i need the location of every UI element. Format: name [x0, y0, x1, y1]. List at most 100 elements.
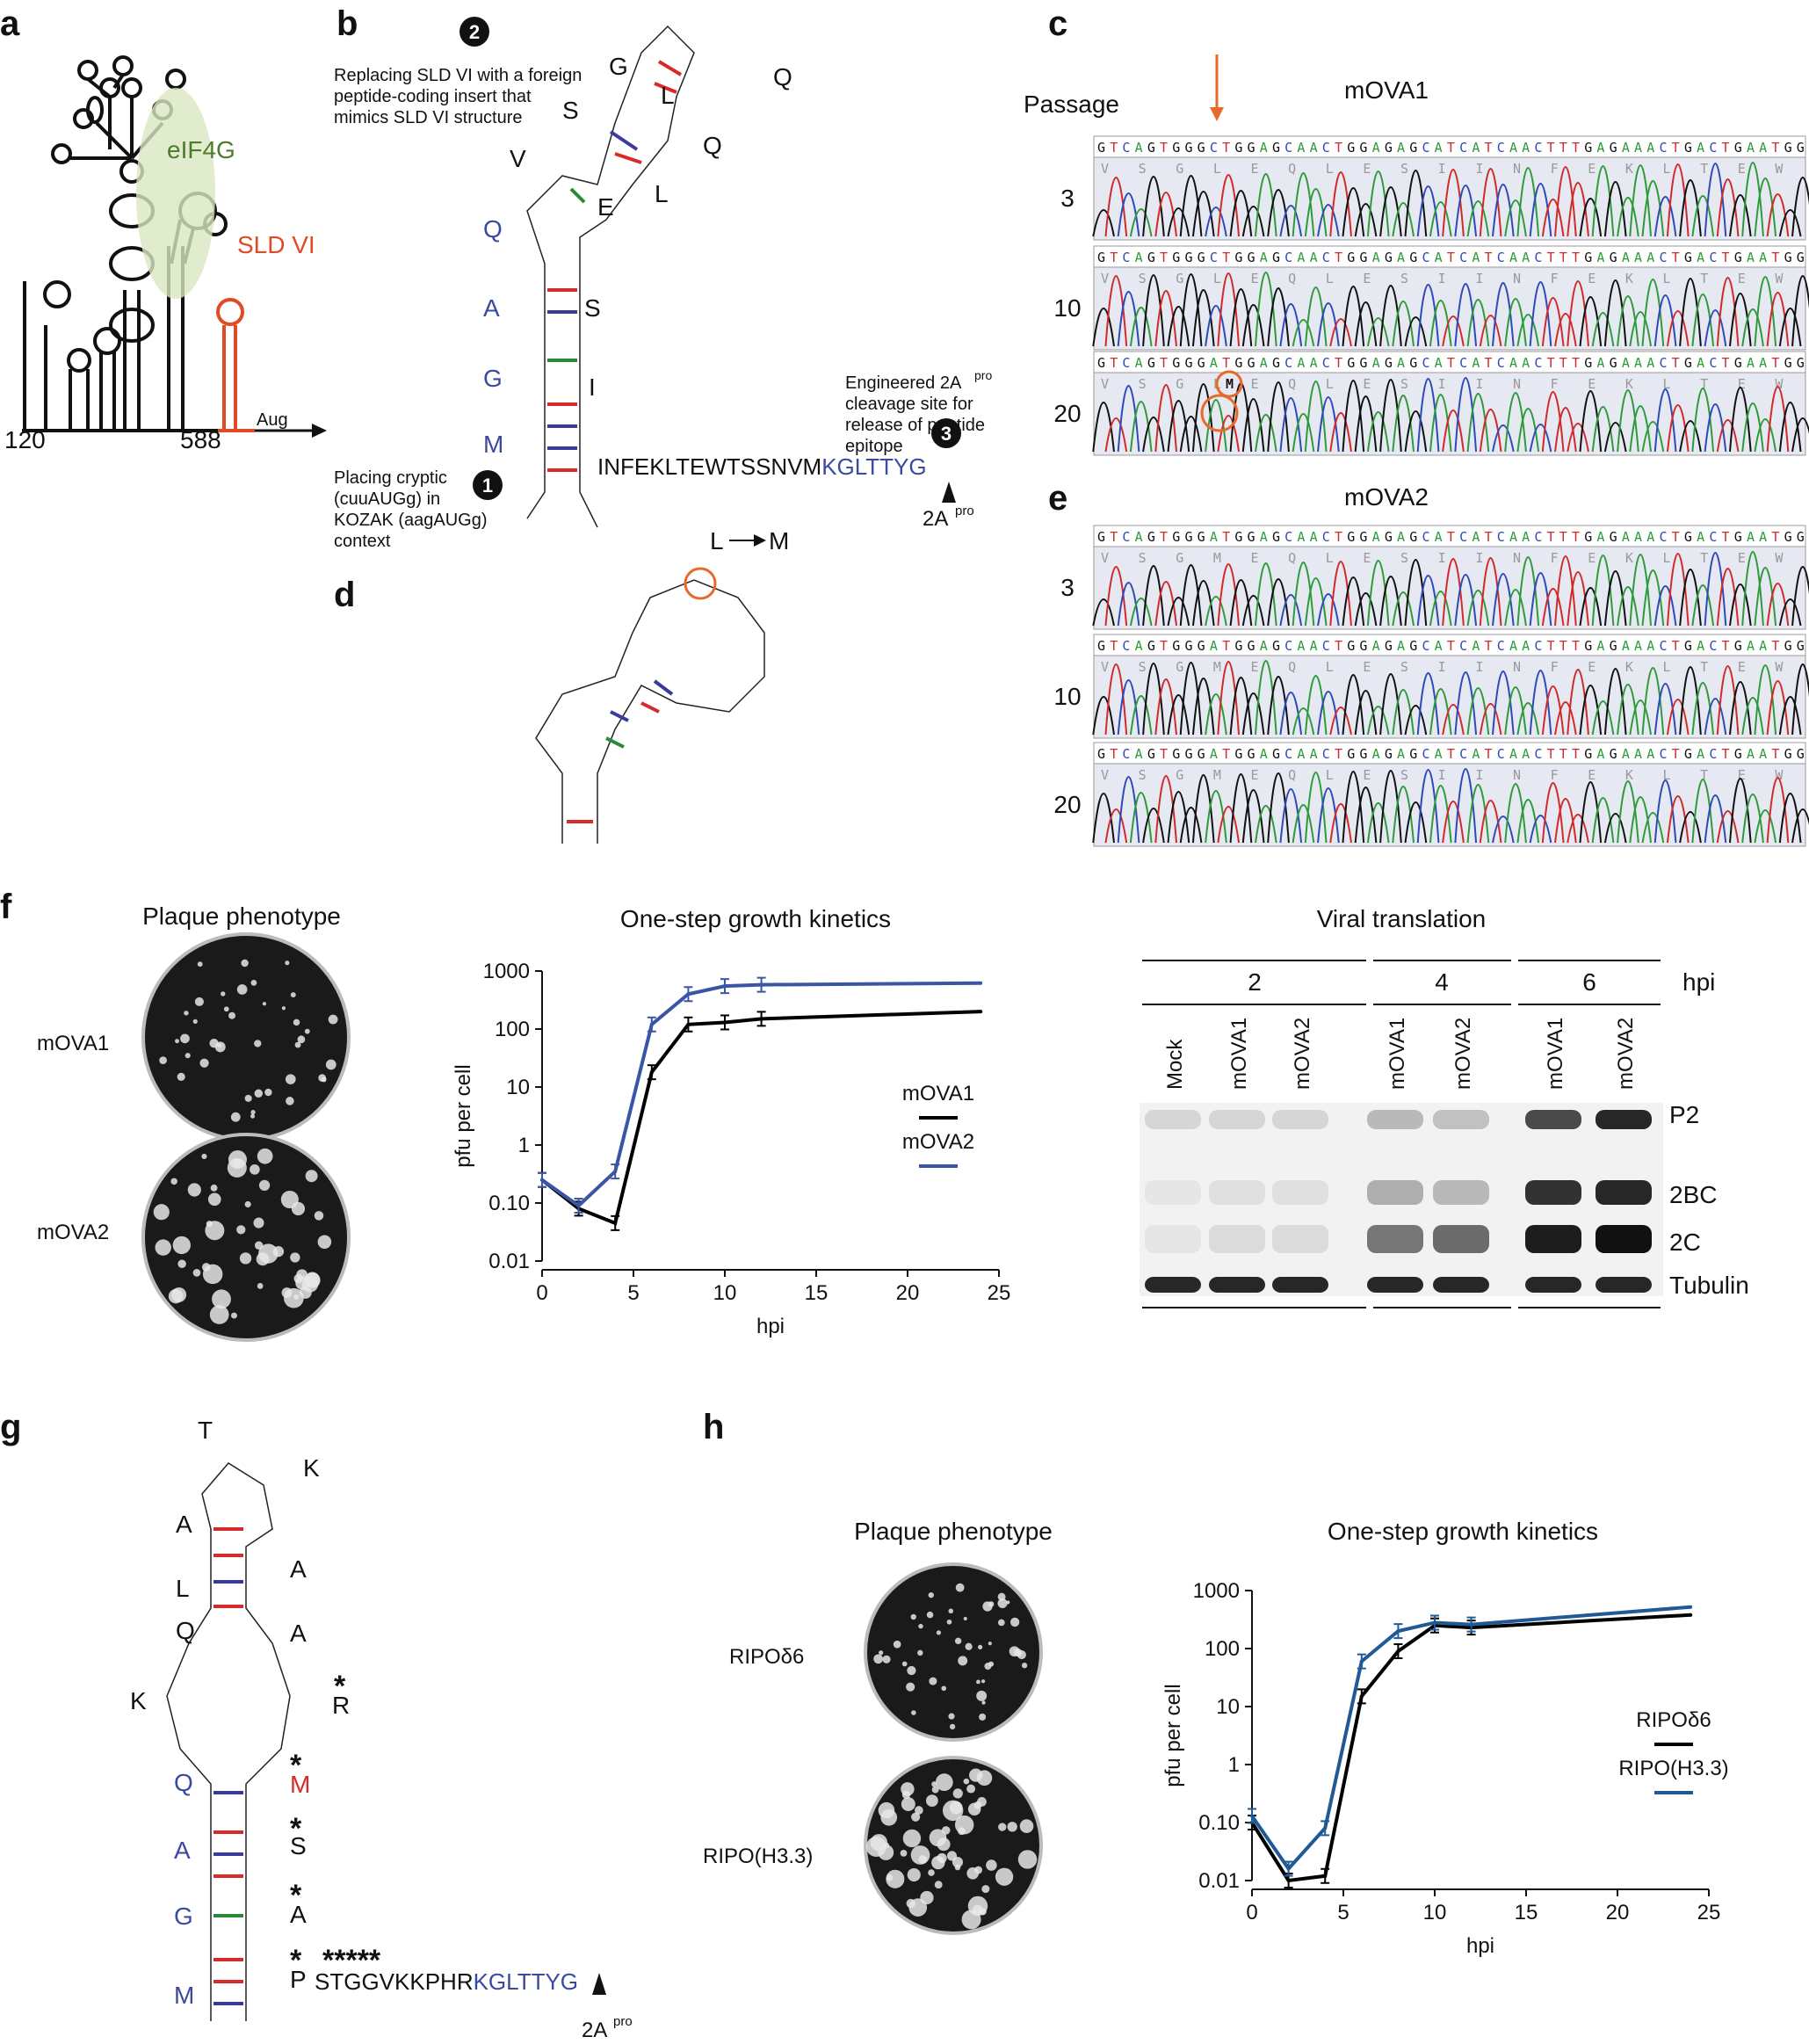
step2-line2: peptide-coding insert that — [334, 87, 532, 106]
g-star-m: * — [290, 1749, 302, 1782]
g-aa-l: L — [176, 1575, 190, 1602]
peak — [1354, 301, 1378, 347]
aa-call: Q — [1288, 161, 1296, 177]
peak — [1541, 199, 1565, 237]
aa-call: G — [1176, 161, 1183, 177]
base-call: A — [1397, 529, 1405, 545]
peak — [1766, 777, 1790, 844]
base-call: T — [1222, 140, 1230, 156]
base-call: T — [1672, 529, 1680, 545]
pos-120: 120 — [4, 426, 46, 453]
peak — [1766, 292, 1790, 347]
band-2c: 2C — [1669, 1229, 1701, 1256]
peak — [1778, 598, 1802, 627]
step3-badge-text: 3 — [941, 423, 952, 445]
base-call: T — [1485, 355, 1493, 371]
peak — [1554, 701, 1577, 736]
peak — [1191, 678, 1215, 736]
peak — [1629, 164, 1652, 237]
peak — [1704, 794, 1727, 844]
base-call: A — [1634, 250, 1642, 265]
base-call: C — [1422, 250, 1429, 265]
plaque — [893, 1640, 901, 1649]
plaque — [977, 1797, 987, 1807]
base-call: G — [1584, 140, 1592, 156]
data-point — [649, 1022, 654, 1026]
blot-band — [1525, 1225, 1581, 1253]
plaque — [998, 1823, 1007, 1831]
aa-call: M — [1213, 767, 1221, 783]
peak — [1292, 707, 1315, 736]
data-point — [979, 981, 983, 985]
blot-band — [1272, 1110, 1328, 1129]
base-call: C — [1709, 250, 1717, 265]
plaque-label-mova2: mOVA2 — [37, 1221, 109, 1244]
aa-call: M — [1213, 659, 1221, 675]
peak — [1416, 185, 1440, 237]
mutation-circle — [684, 567, 717, 600]
peak — [1104, 663, 1128, 736]
peak — [1529, 183, 1552, 237]
g-aa-t: T — [198, 1417, 213, 1444]
data-point — [1250, 1814, 1254, 1818]
base-call: T — [1547, 638, 1555, 654]
base-call: T — [1547, 250, 1555, 265]
mutated-aa-circle — [1215, 370, 1243, 398]
g-cleavage-label: 2A — [582, 2019, 607, 2042]
aa-call: V — [1101, 659, 1109, 675]
g-aa-m-blue: M — [174, 1982, 194, 2009]
peak — [1191, 191, 1215, 237]
plaque — [974, 1866, 983, 1874]
base-call: C — [1422, 140, 1429, 156]
peak — [1329, 707, 1352, 736]
peak — [1479, 703, 1502, 736]
base-call: C — [1534, 746, 1542, 762]
base-call: C — [1284, 140, 1292, 156]
aa-call: L — [1326, 376, 1334, 392]
base-call: T — [1110, 746, 1118, 762]
base-call: T — [1110, 638, 1118, 654]
aa-call: W — [1775, 376, 1784, 392]
aa-call: E — [1363, 376, 1371, 392]
base-call: C — [1122, 140, 1130, 156]
peak — [1429, 591, 1452, 627]
plaque — [976, 1770, 993, 1787]
base-call: C — [1709, 355, 1717, 371]
base-call: C — [1659, 529, 1667, 545]
base-call: G — [1784, 140, 1792, 156]
plaque — [212, 1289, 231, 1309]
plaque — [262, 1002, 267, 1006]
peak — [1342, 286, 1365, 347]
peak — [1404, 170, 1428, 237]
step3-line4: epitope — [845, 437, 903, 456]
aa-call: S — [1400, 161, 1408, 177]
peak — [1366, 317, 1390, 347]
peak — [1617, 389, 1639, 453]
peak — [1603, 570, 1627, 627]
legend-label-0: RIPOδ6 — [1636, 1708, 1711, 1732]
peak — [1554, 313, 1577, 347]
panel-c-label: c — [1048, 4, 1067, 43]
peak — [1754, 664, 1777, 736]
base-call: A — [1509, 746, 1517, 762]
base-call: G — [1234, 355, 1242, 371]
base-call: T — [1572, 140, 1580, 156]
base-call: G — [1385, 529, 1393, 545]
blot-band — [1596, 1277, 1652, 1293]
peak — [1666, 310, 1690, 347]
panel-a-label: a — [0, 4, 20, 43]
plaque — [197, 961, 203, 968]
peak — [1454, 283, 1478, 347]
peak — [1229, 773, 1253, 844]
base-call: G — [1684, 355, 1692, 371]
base-call: A — [1472, 638, 1480, 654]
peak — [1304, 286, 1328, 347]
base-call: G — [1097, 529, 1105, 545]
base-call: T — [1160, 746, 1168, 762]
peak — [1205, 790, 1227, 844]
f-growth-title: One-step growth kinetics — [620, 905, 891, 932]
aa-call: E — [1363, 659, 1371, 675]
mutation-circle-c — [1200, 394, 1239, 432]
peak — [1342, 380, 1365, 453]
aa-call: L — [1662, 550, 1670, 566]
